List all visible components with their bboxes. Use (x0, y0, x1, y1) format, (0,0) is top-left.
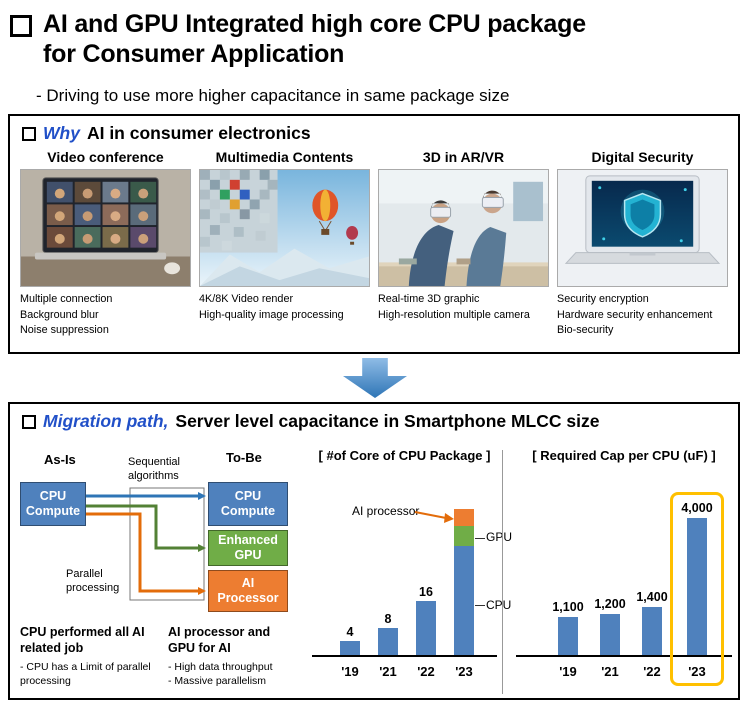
video-conference-image (20, 169, 191, 287)
x-axis-label: '22 (643, 664, 661, 679)
title-line-2: for Consumer Application (43, 39, 345, 68)
capacitance-plot: 1,100 '19 1,200 '21 1,400 '22 4,000 '23 (516, 476, 732, 686)
feature-list: 4K/8K Video render High-quality image pr… (199, 292, 370, 323)
use-case-columns: Video conference (10, 149, 738, 339)
as-is-cpu-box: CPU Compute (20, 482, 86, 526)
column-arvr: 3D in AR/VR (378, 149, 549, 339)
why-panel: Why AI in consumer electronics Video con… (8, 114, 740, 354)
feature-list: Multiple connection Background blur Nois… (20, 292, 191, 339)
digital-security-image (557, 169, 728, 287)
bar-cap (600, 613, 620, 655)
chart-divider (502, 450, 503, 694)
ai-note-title: AI processor and GPU for AI (168, 625, 271, 656)
x-axis-label: '23 (688, 664, 706, 679)
bar-cap (687, 518, 707, 655)
x-axis-label: '19 (341, 664, 359, 679)
feature: Multiple connection (20, 293, 113, 305)
title-line-1: AI and GPU Integrated high core CPU pack… (43, 10, 586, 38)
x-axis-label: '21 (601, 664, 619, 679)
bar-segment-cpu (378, 627, 398, 655)
x-axis-label: '21 (379, 664, 397, 679)
ai-note-sub: - High data throughput (168, 661, 273, 673)
why-header-rest: AI in consumer electronics (86, 123, 311, 143)
cpu-note-title: CPU performed all AI related job (20, 625, 145, 656)
slide-subtitle: - Driving to use more higher capacitance… (36, 86, 510, 105)
to-be-gpu-box: Enhanced GPU (208, 530, 288, 566)
column-title: Multimedia Contents (215, 149, 354, 165)
cores-chart: [ #of Core of CPU Package ] 4 '19 8 '21 16 '2… (302, 448, 512, 700)
to-be-ai-box: AI Processor (208, 570, 288, 612)
why-section-header: Why AI in consumer electronics (22, 123, 738, 144)
bar-value-label: 1,200 (594, 596, 626, 611)
column-title: Video conference (47, 149, 164, 165)
migration-panel: Migration path, Server level capacitance… (8, 402, 740, 700)
cpu-annotation: CPU (486, 598, 512, 612)
bar-value-label: 1,100 (552, 600, 584, 615)
feature: Noise suppression (20, 324, 109, 337)
feature: Hardware security enhancement (557, 308, 713, 321)
column-multimedia: Multimedia Contents (199, 149, 370, 339)
column-title: Digital Security (591, 149, 694, 165)
as-is-label: As-Is (44, 452, 76, 467)
down-arrow-icon (343, 358, 407, 398)
bar-cap (642, 607, 662, 655)
column-title: 3D in AR/VR (422, 149, 505, 165)
bar-value-label: 8 (384, 611, 392, 626)
feature: Real-time 3D graphic (378, 293, 480, 305)
cores-chart-title: [ #of Core of CPU Package ] (318, 448, 491, 463)
arvr-image (378, 169, 549, 287)
x-axis (312, 655, 497, 657)
feature: Background blur (20, 308, 99, 321)
migration-section-header: Migration path, Server level capacitance… (22, 411, 738, 432)
bar-cap (558, 617, 578, 655)
parallel-processing-label: Parallel processing (66, 568, 120, 594)
cores-plot: 4 '19 8 '21 16 '22 '23 (312, 476, 497, 681)
bar-value-label: 16 (419, 584, 433, 599)
capacitance-chart-title: [ Required Cap per CPU (uF) ] (532, 448, 716, 463)
feature: High-quality image processing (199, 308, 344, 321)
to-be-label: To-Be (226, 450, 262, 465)
multimedia-image (199, 169, 370, 287)
bar-value-label: 4 (346, 625, 354, 640)
bar-segment-cpu (454, 546, 474, 655)
bar-segment-gpu (454, 525, 474, 547)
sequential-algorithms-label: Sequential algorithms (128, 456, 180, 482)
feature-list: Security encryption Hardware security en… (557, 292, 728, 339)
feature: 4K/8K Video render (199, 293, 294, 305)
ai-processor-annotation: AI processor (352, 504, 420, 518)
ai-note-subs: - High data throughput - Massive paralle… (168, 660, 298, 688)
cpu-note-sub: - CPU has a Limit of parallel processing (20, 661, 151, 688)
why-header-accent: Why (43, 123, 80, 143)
bar-value-label: 1,400 (636, 590, 668, 605)
ai-note-sub: - Massive parallelism (168, 675, 267, 688)
feature: High-resolution multiple camera (378, 308, 530, 321)
x-axis-label: '19 (559, 664, 577, 679)
bar-segment-ai-processor (454, 508, 474, 526)
bar-segment-cpu (416, 600, 436, 655)
highlight-box-2023 (670, 492, 724, 686)
slide-title: AI and GPU Integrated high core CPU pack… (10, 10, 586, 69)
bullet-square-icon (22, 414, 36, 429)
x-axis-label: '22 (417, 664, 435, 679)
gpu-leader-line (475, 538, 485, 539)
gpu-annotation: GPU (486, 530, 513, 544)
bullet-square-icon (10, 15, 32, 37)
ai-annotation-arrow (414, 511, 454, 523)
feature: Bio-security (557, 324, 614, 337)
column-security: Digital Security (557, 149, 728, 339)
migration-header-accent: Migration path, (43, 411, 169, 431)
x-axis (516, 655, 732, 657)
bullet-square-icon (22, 126, 36, 141)
bar-segment-cpu (340, 641, 360, 655)
x-axis-label: '23 (455, 664, 473, 679)
to-be-cpu-box: CPU Compute (208, 482, 288, 526)
feature: Security encryption (557, 293, 649, 305)
cpu-leader-line (475, 605, 485, 606)
column-video-conference: Video conference (20, 149, 191, 339)
feature-list: Real-time 3D graphic High-resolution mul… (378, 292, 549, 323)
migration-header-rest: Server level capacitance in Smartphone M… (175, 411, 600, 431)
bar-value-label: 4,000 (681, 501, 713, 516)
